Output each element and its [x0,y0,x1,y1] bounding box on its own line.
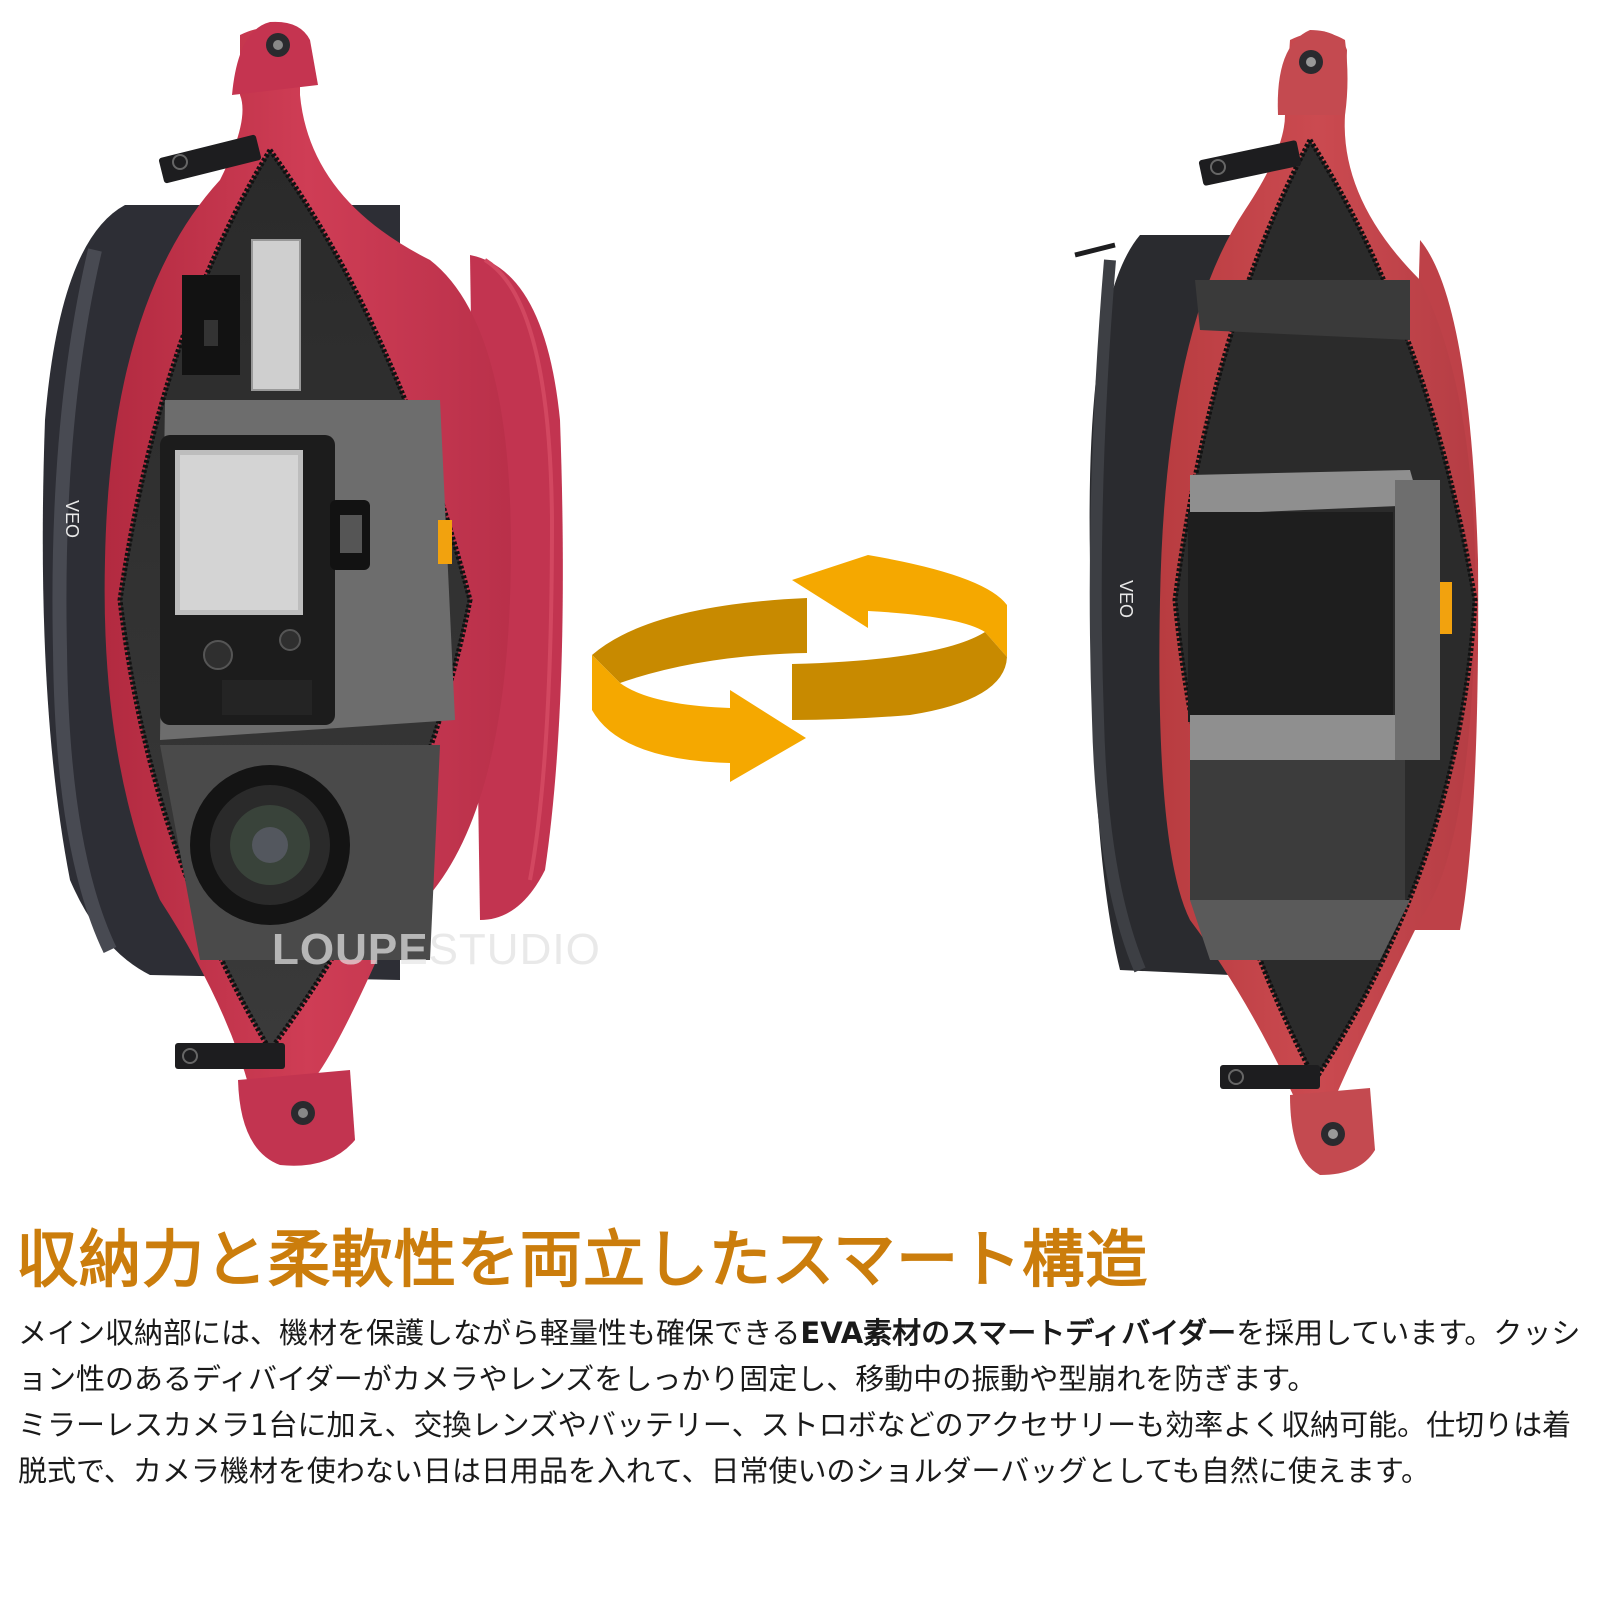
watermark-bold: LOUPE [272,925,429,974]
description-text: メイン収納部には、機材を保護しながら軽量性も確保できるEVA素材のスマートディバ… [18,1310,1598,1494]
watermark: LOUPESTUDIO [272,925,601,975]
product-image-area: VEO [42,21,1479,1175]
product-photos: VEO [42,21,1479,1175]
veo-logo-left: VEO [62,500,82,538]
rotate-arrows-icon [592,555,1007,782]
zipper-pull-icon [175,1043,285,1069]
headline: 収納力と柔軟性を両立したスマート構造 [16,1223,1149,1296]
watermark-light: STUDIO [428,925,601,974]
left-bag: VEO [42,21,563,1166]
paragraph-2: ミラーレスカメラ1台に加え、交換レンズやバッテリー、ストロボなどのアクセサリーも… [18,1408,1572,1488]
paragraph-1: メイン収納部には、機材を保護しながら軽量性も確保できるEVA素材のスマートディバ… [18,1310,1598,1402]
zipper-pull-icon [1220,1065,1320,1089]
paragraph-1-start: メイン収納部には、機材を保護しながら軽量性も確保できる [18,1316,801,1350]
zipper-pull-icon [158,134,262,184]
veo-logo-right: VEO [1116,580,1136,618]
paragraph-1-emphasis: EVA素材のスマートディバイダー [800,1316,1237,1350]
paragraph-1-end: を採用しています。クッション性のあるディバイダーがカメラやレンズをしっかり固定し… [18,1316,1581,1396]
zipper-pull-icon [1198,140,1302,186]
right-bag: VEO [1074,30,1479,1175]
